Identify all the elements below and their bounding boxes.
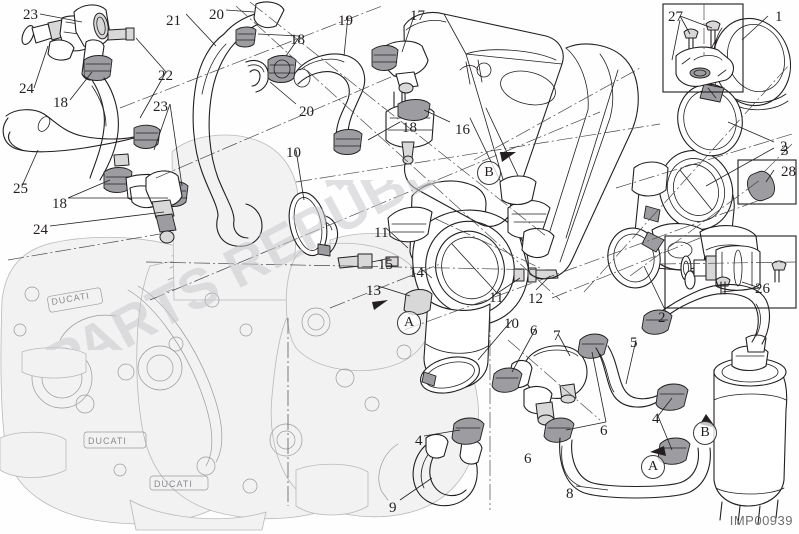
callout-17[interactable]: 17: [410, 8, 425, 24]
callout-18[interactable]: 18: [290, 32, 305, 48]
callout-20[interactable]: 20: [299, 104, 314, 120]
svg-text:DUCATI: DUCATI: [88, 436, 127, 446]
callout-11[interactable]: 11: [374, 225, 389, 241]
callout-6[interactable]: 6: [530, 323, 538, 339]
clamp-4-hose5: [655, 383, 689, 411]
clamp-4-hose9: [451, 417, 485, 445]
clamp-4-canister: [641, 309, 673, 335]
callout-1[interactable]: 1: [775, 9, 783, 25]
section-marker-a[interactable]: A: [641, 455, 665, 479]
callout-2[interactable]: 2: [658, 310, 666, 326]
clamp-6-left: [491, 367, 523, 393]
clamp-6-top: [577, 333, 609, 359]
callout-12[interactable]: 12: [528, 291, 543, 307]
callout-23[interactable]: 23: [153, 99, 168, 115]
callout-9[interactable]: 9: [389, 500, 397, 516]
hose-9: [412, 433, 483, 507]
callout-20[interactable]: 20: [209, 7, 224, 23]
inset-26-content: [664, 235, 797, 309]
purge-valve-7: [507, 345, 588, 426]
callout-10[interactable]: 10: [504, 316, 519, 332]
callout-4[interactable]: 4: [652, 411, 660, 427]
diagram-id-code: IMP00939: [729, 513, 793, 528]
hose-25: [2, 109, 161, 153]
hose-19: [293, 53, 366, 139]
callout-18[interactable]: 18: [53, 95, 68, 111]
section-marker-b[interactable]: B: [693, 421, 717, 445]
callout-8[interactable]: 8: [566, 486, 574, 502]
hose-21-upper-bend: [223, 1, 285, 39]
clamp-6-bottom: [543, 417, 575, 443]
callout-25[interactable]: 25: [13, 181, 28, 197]
callout-15[interactable]: 15: [378, 257, 393, 273]
hose-5: [595, 345, 665, 408]
bracket-16: [385, 99, 435, 165]
callout-23[interactable]: 23: [23, 7, 38, 23]
callout-18[interactable]: 18: [402, 120, 417, 136]
collar-18-top: [235, 26, 257, 48]
callout-6[interactable]: 6: [600, 423, 608, 439]
hose-22-left: [89, 77, 119, 181]
callout-5[interactable]: 5: [630, 335, 638, 351]
section-marker-b[interactable]: B: [477, 161, 501, 185]
hose-8: [559, 437, 711, 499]
injector-left-top: [21, 4, 135, 81]
sensor-17: [371, 40, 429, 113]
leader-lines: [21, 9, 775, 501]
hose-20-elbow: [245, 59, 269, 93]
callout-27[interactable]: 27: [668, 9, 683, 25]
callout-26[interactable]: 26: [755, 281, 770, 297]
callout-22[interactable]: 22: [158, 68, 173, 84]
callout-21[interactable]: 21: [166, 13, 181, 29]
clamp-ring-10-upper: [288, 191, 331, 257]
canister: [649, 284, 788, 525]
callout-24[interactable]: 24: [33, 222, 48, 238]
svg-text:DUCATI: DUCATI: [154, 479, 193, 489]
inset-27-content: [662, 3, 744, 93]
callout-24[interactable]: 24: [19, 81, 34, 97]
head-fittings: [103, 153, 189, 244]
clamp-2-upper: [677, 83, 743, 157]
callout-3[interactable]: 3: [781, 143, 789, 159]
hose-21-main: [192, 33, 263, 247]
collar-18-hose19: [333, 129, 363, 155]
collar-18-center: [267, 55, 297, 83]
callout-7[interactable]: 7: [553, 328, 561, 344]
clamp-ring-10-lower: [420, 356, 480, 394]
callout-13[interactable]: 13: [366, 283, 381, 299]
callout-4[interactable]: 4: [415, 433, 423, 449]
callout-11[interactable]: 11: [489, 290, 504, 306]
callout-28[interactable]: 28: [781, 164, 796, 180]
callout-10[interactable]: 10: [286, 145, 301, 161]
callout-2[interactable]: 2: [780, 139, 788, 155]
section-marker-a[interactable]: A: [397, 311, 421, 335]
callout-14[interactable]: 14: [409, 265, 424, 281]
callout-18[interactable]: 18: [52, 196, 67, 212]
callout-19[interactable]: 19: [338, 13, 353, 29]
callout-16[interactable]: 16: [455, 122, 470, 138]
callout-6[interactable]: 6: [524, 451, 532, 467]
